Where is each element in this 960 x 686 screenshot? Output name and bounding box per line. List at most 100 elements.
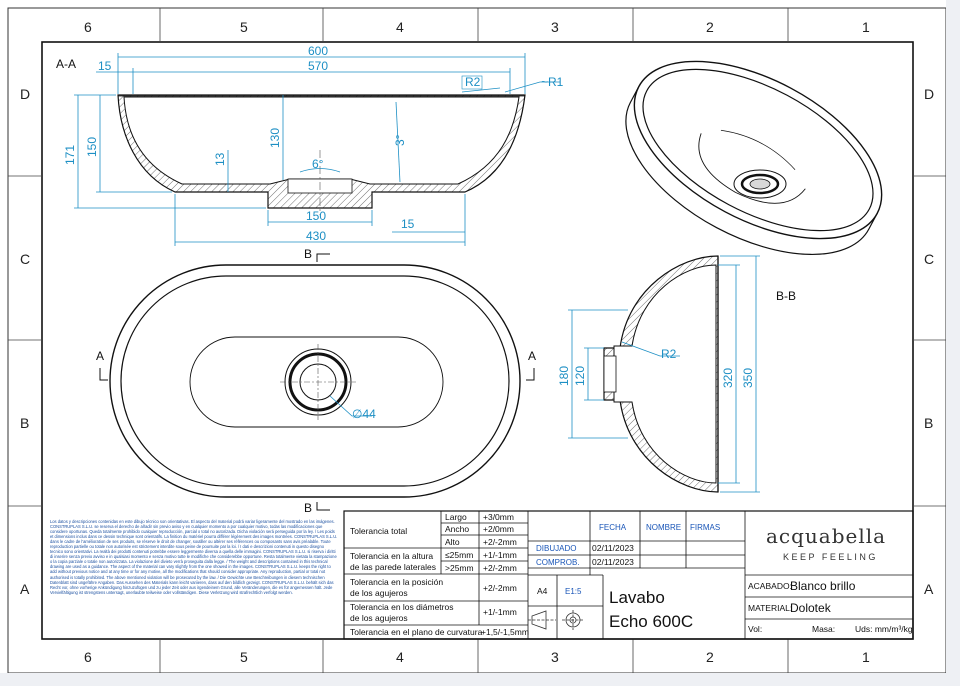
tol-alto-value: +2/-2mm: [483, 537, 517, 547]
zone-col-1-bottom: 1: [862, 649, 870, 665]
iso-drain-hole: [749, 178, 771, 190]
tol-total: Tolerancia total: [350, 526, 407, 536]
zone-col-2-top: 2: [706, 19, 714, 35]
signoff-firmas: FIRMAS: [690, 523, 720, 532]
zone-row-a-right: A: [924, 581, 934, 597]
signoff-comprob: COMPROB.: [536, 558, 580, 567]
zone-dividers: [8, 8, 946, 673]
tol-gt25-value: +2/-2mm: [483, 563, 517, 573]
signoff-fecha: FECHA: [599, 523, 627, 532]
dim-430: 430: [306, 229, 326, 243]
tol-pos-value: +2/-2mm: [483, 583, 517, 593]
zone-row-c-right: C: [924, 251, 934, 267]
dim-130: 130: [268, 128, 282, 148]
section-aa-dimension-lines: [74, 53, 560, 246]
dim-r2-side: R2: [661, 347, 677, 361]
zone-col-6-top: 6: [84, 19, 92, 35]
dim-r1: ~R1: [541, 75, 564, 89]
dim-180: 180: [557, 366, 571, 386]
dim-3-degrees: 3°: [393, 134, 407, 146]
product-line2: Echo 600C: [609, 612, 693, 631]
legal-disclaimer: Los datos y descripciones contenidas en …: [50, 519, 338, 595]
tol-alto: Alto: [445, 537, 460, 547]
acabado-value: Blanco brillo: [790, 579, 856, 593]
dim-15-bottom: 15: [401, 217, 415, 231]
right-margin: [946, 0, 960, 686]
masa-label: Masa:: [812, 624, 835, 634]
dim-150-vertical: 150: [85, 137, 99, 157]
section-marker-a-right: A: [528, 349, 536, 363]
dim-570: 570: [308, 59, 328, 73]
plan-outer-rim: [109, 264, 521, 498]
section-bb-cavity: [613, 264, 717, 484]
zone-col-5-bottom: 5: [240, 649, 248, 665]
tol-ancho-value: +2/0mm: [483, 524, 514, 534]
material-label: MATERIAL:: [748, 603, 792, 613]
dim-6-degrees: 6°: [312, 157, 324, 171]
vol-label: Vol:: [748, 624, 762, 634]
drawing-scale: E1:5: [565, 587, 582, 596]
dim-44: ∅44: [352, 407, 376, 421]
section-marker-b-top: B: [304, 247, 312, 261]
tol-curvatura-value: +1,5/-1,5mm: [481, 627, 529, 637]
zone-row-d-right: D: [924, 86, 934, 102]
brand-tagline: KEEP FEELING: [783, 552, 878, 562]
tol-diam-line1: Tolerancia en los diámetros: [350, 602, 453, 612]
signoff-comprob-date: 02/11/2023: [592, 557, 634, 567]
section-arrow-a-right: [526, 368, 535, 381]
zone-row-c-left: C: [20, 251, 30, 267]
tol-curvatura: Tolerancia en el plano de curvatura: [350, 627, 483, 637]
zone-col-6-bottom: 6: [84, 649, 92, 665]
zone-col-5-top: 5: [240, 19, 248, 35]
tol-diam-line2: de los agujeros: [350, 613, 408, 623]
tol-largo: Largo: [445, 512, 467, 522]
dim-r2-top: R2: [465, 75, 481, 89]
bottom-margin: [0, 673, 960, 686]
section-marker-b-bottom: B: [304, 501, 312, 515]
section-bb-label: B-B: [776, 289, 796, 303]
dim-320: 320: [721, 368, 735, 388]
dim-120: 120: [573, 366, 587, 386]
projection-symbol-icon: [528, 610, 584, 630]
section-bb-dimension-lines: [568, 255, 760, 493]
tol-le25-value: +1/-1mm: [483, 550, 517, 560]
section-arrow-b-top: [316, 253, 330, 262]
tol-largo-value: +3/0mm: [483, 512, 514, 522]
dim-13: 13: [213, 152, 227, 166]
zone-col-4-bottom: 4: [396, 649, 404, 665]
dim-600: 600: [308, 44, 328, 58]
dim-44-leader: [329, 395, 372, 417]
zone-col-4-top: 4: [396, 19, 404, 35]
tol-gt25: >25mm: [445, 563, 474, 573]
zone-col-3-top: 3: [551, 19, 559, 35]
tol-altura-line1: Tolerancia en la altura: [350, 551, 433, 561]
section-marker-a-left: A: [96, 349, 104, 363]
zone-row-b-right: B: [924, 415, 933, 431]
tol-le25: ≤25mm: [445, 550, 473, 560]
uds-label: Uds: mm/m³/kg: [855, 624, 913, 634]
section-arrow-a-left: [99, 368, 108, 381]
brand-logo: acquabella: [766, 524, 886, 548]
dim-15-top: 15: [98, 59, 112, 73]
signoff-dibujado-date: 02/11/2023: [592, 543, 634, 553]
zone-row-b-left: B: [20, 415, 29, 431]
section-aa-label: A-A: [56, 57, 76, 71]
plan-inner-rim: [120, 275, 510, 487]
section-bb-drain: [603, 355, 617, 393]
tol-diam-value: +1/-1mm: [483, 607, 517, 617]
dim-r2-top-box: [461, 75, 483, 90]
tol-ancho: Ancho: [445, 524, 469, 534]
section-arrow-b-bottom: [316, 502, 330, 511]
signoff-dibujado: DIBUJADO: [536, 544, 576, 553]
zone-row-a-left: A: [20, 581, 30, 597]
material-value: Dolotek: [790, 601, 832, 615]
zone-col-1-top: 1: [862, 19, 870, 35]
plan-basin-floor: [189, 336, 444, 428]
zone-row-d-left: D: [20, 86, 30, 102]
dim-350: 350: [741, 368, 755, 388]
signoff-nombre: NOMBRE: [646, 523, 681, 532]
acabado-label: ACABADO:: [748, 581, 792, 591]
zone-col-2-bottom: 2: [706, 649, 714, 665]
dim-150-horizontal: 150: [306, 209, 326, 223]
